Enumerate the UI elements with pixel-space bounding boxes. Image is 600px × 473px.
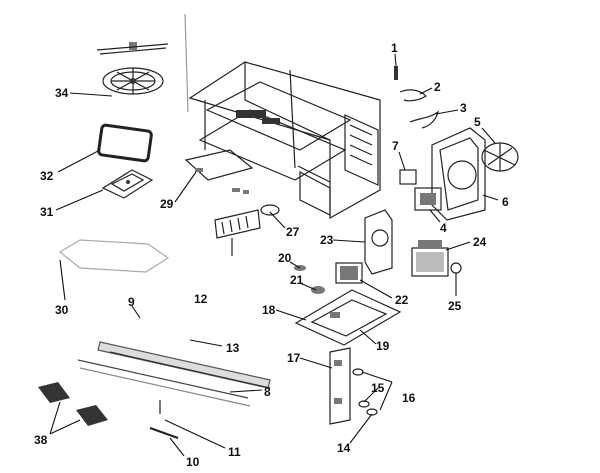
callout-20: 20: [278, 251, 292, 265]
callout-29: 29: [160, 197, 174, 211]
callout-34: 34: [55, 86, 69, 100]
callout-6: 6: [502, 195, 509, 209]
callout-10: 10: [186, 455, 200, 469]
latch-assembly-part: [329, 347, 378, 425]
callout-24: 24: [473, 235, 487, 249]
callout-5: 5: [474, 115, 481, 129]
callout-11: 11: [228, 445, 241, 459]
callout-1: 1: [391, 41, 398, 55]
callout-31: 31: [40, 205, 54, 219]
callout-7: 7: [392, 139, 399, 153]
screw-1-part: [394, 66, 398, 80]
callout-18: 18: [262, 303, 276, 317]
callout-16: 16: [402, 391, 416, 405]
vent-covers-38-part: [38, 382, 108, 426]
clips-29-part: [195, 168, 249, 194]
callout-labels: 34 32 31 30 29 27 1 2 3 5 6 7 4 23 24 25…: [34, 41, 509, 469]
callout-9: 9: [128, 295, 135, 309]
callout-25: 25: [448, 299, 462, 313]
callout-13: 13: [226, 341, 240, 355]
fan-blade-part: [481, 142, 519, 172]
callout-22: 22: [395, 293, 409, 307]
callout-23: 23: [320, 233, 334, 247]
part-25: [450, 262, 462, 274]
callout-15: 15: [371, 381, 385, 395]
turntable-part: [96, 42, 169, 95]
base-plate-part: [294, 289, 402, 346]
callout-30: 30: [55, 303, 69, 317]
transformer-24-part: [411, 240, 449, 277]
callout-12: 12: [194, 292, 208, 306]
callout-21: 21: [290, 273, 304, 287]
fan-housing-part: [431, 127, 486, 221]
glass-tray-part: [58, 239, 170, 273]
oven-cavity-part: [184, 13, 381, 220]
callout-32: 32: [40, 169, 54, 183]
part-7: [399, 169, 417, 185]
callout-17: 17: [287, 351, 301, 365]
callout-14: 14: [337, 441, 351, 455]
bracket-27-part: [260, 204, 280, 216]
cord-3-part: [409, 110, 439, 129]
door-bars-part: [77, 341, 271, 407]
vent-grille-part: [214, 209, 261, 256]
wire-2-part: [399, 89, 427, 102]
leader-lines: [49, 53, 499, 457]
magnetron-22-part: [335, 262, 363, 284]
callout-2: 2: [434, 80, 441, 94]
part-21: [311, 286, 325, 294]
callout-3: 3: [460, 101, 467, 115]
callout-27: 27: [286, 225, 300, 239]
motor-4-part: [414, 187, 442, 211]
duct-23-part: [364, 209, 393, 275]
pins-part: [149, 400, 179, 439]
callout-19: 19: [376, 339, 390, 353]
turntable-ring-part: [97, 123, 153, 163]
roller-support-part: [101, 169, 154, 199]
callout-8: 8: [264, 385, 271, 399]
callout-4: 4: [440, 221, 447, 235]
callout-38: 38: [34, 433, 48, 447]
